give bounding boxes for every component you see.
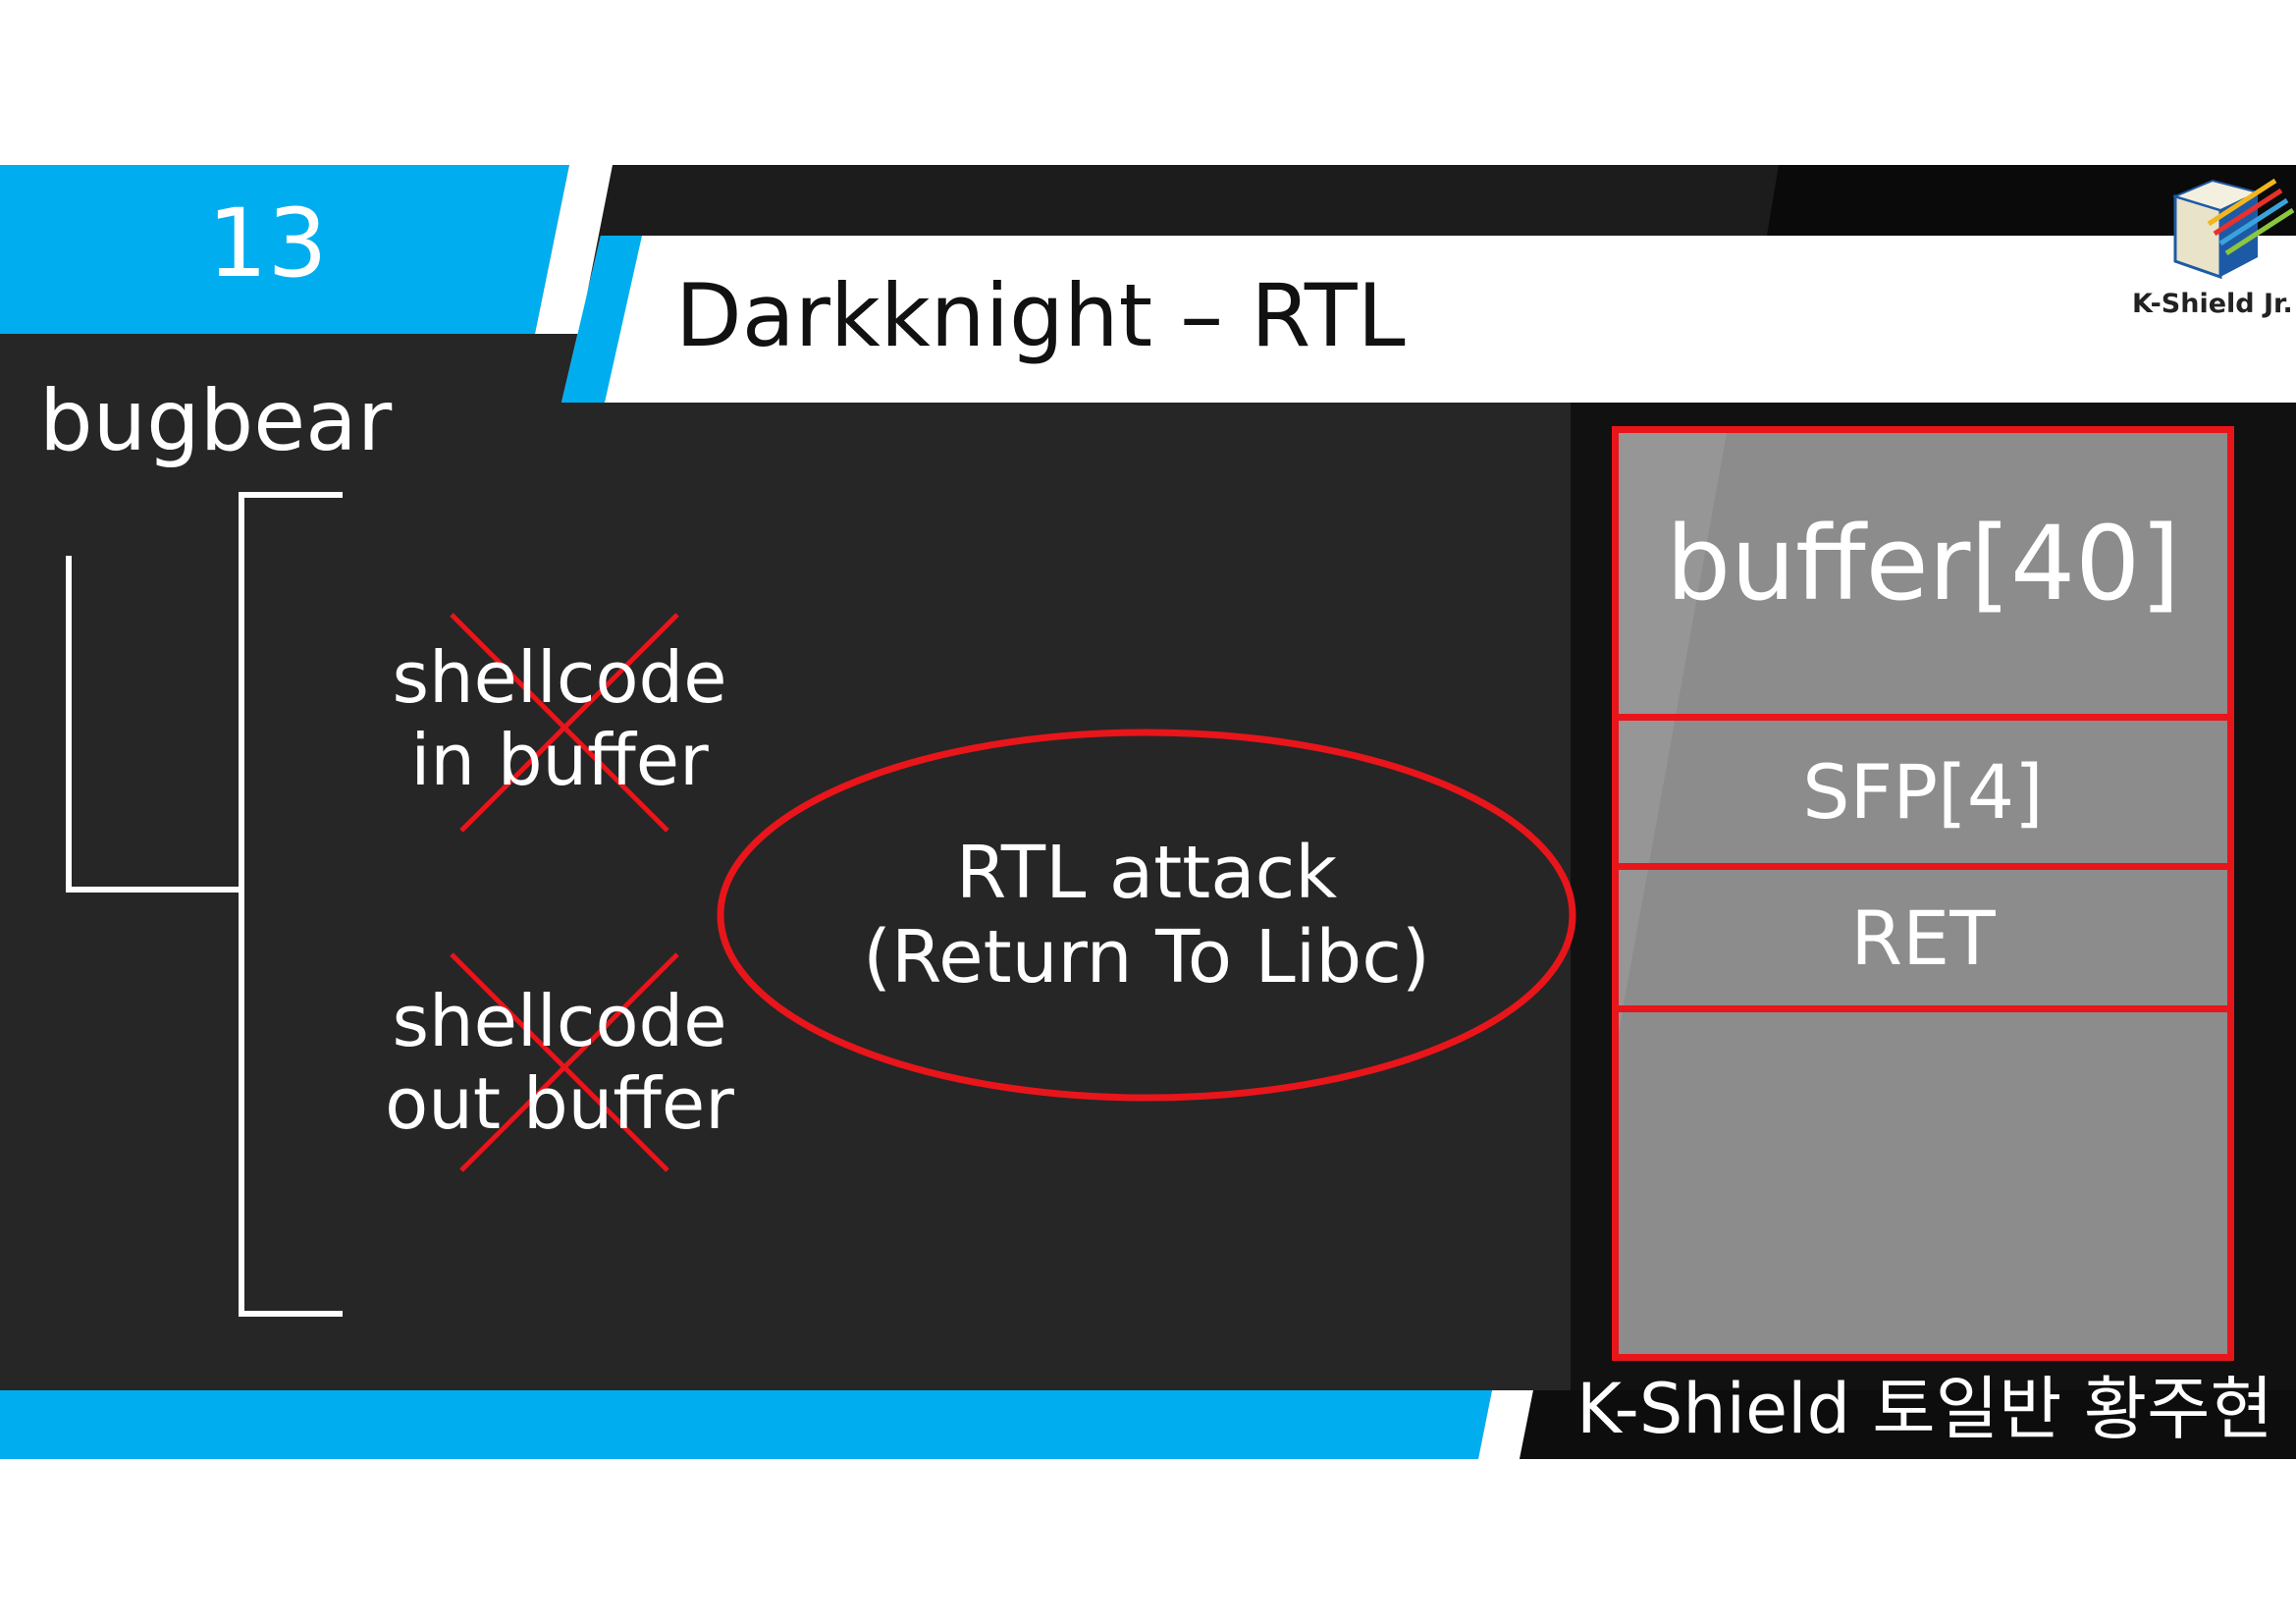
stack-frame-diagram: buffer[40] SFP[4] RET bbox=[1612, 426, 2234, 1361]
footer-dark-bar bbox=[1520, 1390, 2296, 1459]
tree-root-connector bbox=[66, 556, 241, 893]
stack-cell-rest bbox=[1619, 1005, 2227, 1354]
k-shield-logo-icon bbox=[2172, 178, 2295, 280]
cross-mark-in-buffer bbox=[450, 613, 679, 833]
title-band bbox=[561, 236, 2296, 403]
footer-blue-bar bbox=[0, 1390, 1492, 1459]
rtl-attack-line: RTL attack bbox=[955, 831, 1338, 915]
option-line: shellcode bbox=[392, 636, 727, 719]
footer-author: K-Shield 토일반 황주현 bbox=[1576, 1369, 2273, 1449]
tree-branch-bracket bbox=[239, 492, 343, 1317]
option-shellcode-in-buffer: shellcode in buffer bbox=[324, 636, 795, 801]
number-tab-gap bbox=[535, 165, 613, 334]
slide-title: Darkknight – RTL bbox=[675, 265, 1406, 366]
rtl-attack-label: RTL attack (Return To Libc) bbox=[803, 831, 1490, 1000]
section-label: bugbear bbox=[39, 372, 393, 470]
stack-cell-buffer: buffer[40] bbox=[1666, 504, 2180, 623]
option-line: shellcode bbox=[392, 980, 727, 1062]
footer-gap bbox=[1478, 1390, 1533, 1459]
rtl-attack-ellipse bbox=[717, 729, 1576, 1102]
option-line: out buffer bbox=[385, 1062, 734, 1145]
stack-cell-sfp: SFP[4] bbox=[1619, 714, 2227, 863]
slide-number: 13 bbox=[207, 189, 328, 298]
logo-text: K-Shield Jr. bbox=[2132, 289, 2293, 319]
stack-gloss bbox=[1619, 433, 1727, 1032]
header-bar-dark bbox=[1767, 165, 2296, 236]
number-tab bbox=[0, 165, 569, 334]
option-shellcode-out-buffer: shellcode out buffer bbox=[324, 980, 795, 1145]
option-line: in buffer bbox=[410, 719, 709, 801]
title-band-accent bbox=[561, 236, 642, 403]
rtl-attack-line: (Return To Libc) bbox=[863, 915, 1430, 1000]
stack-cell-ret: RET bbox=[1619, 863, 2227, 1005]
cross-mark-out-buffer bbox=[450, 952, 679, 1172]
